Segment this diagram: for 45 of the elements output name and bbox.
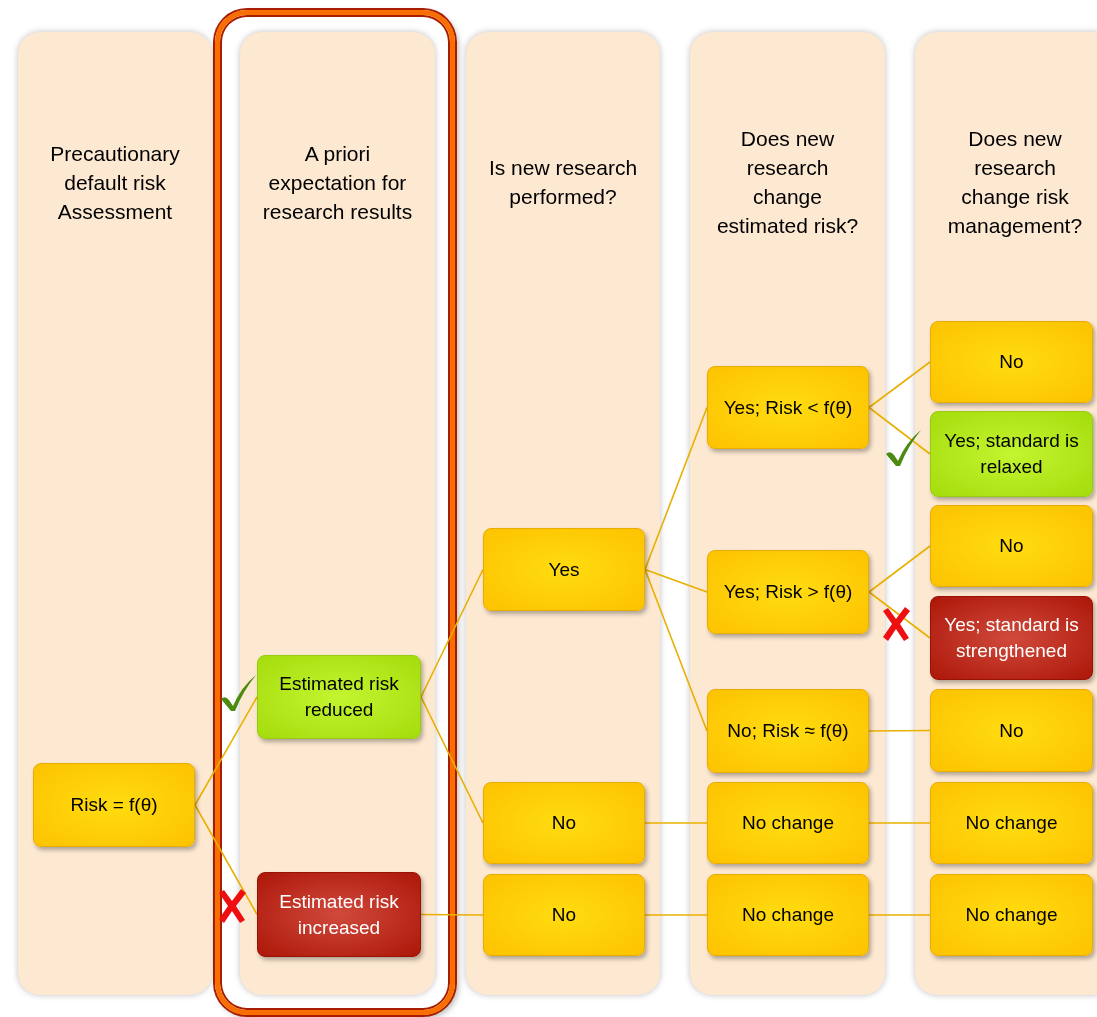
decision-box: No change (707, 782, 869, 864)
decision-box: Estimated risk increased (257, 872, 421, 957)
connector-line (644, 406, 708, 571)
connector-line (868, 822, 931, 824)
column-band (915, 32, 1097, 995)
connector-line (868, 406, 931, 455)
decision-box: Risk = f(θ) (33, 763, 195, 847)
decision-box: No change (930, 782, 1093, 864)
column-heading: Does new research change estimated risk? (715, 126, 860, 239)
connector-line (644, 568, 708, 593)
connector-line (644, 822, 708, 824)
decision-box: No change (930, 874, 1093, 956)
connector-line (868, 361, 931, 409)
column-band (240, 32, 435, 995)
connector-line (644, 914, 708, 916)
decision-box: Yes; Risk < f(θ) (707, 366, 869, 449)
decision-box: No (483, 874, 645, 956)
decision-box: Yes (483, 528, 645, 611)
decision-box: Yes; standard is strengthened (930, 596, 1093, 680)
connector-line (868, 914, 931, 916)
connector-line (644, 568, 708, 732)
column-heading: A priori expectation for research results (262, 140, 413, 225)
decision-box: No; Risk ≈ f(θ) (707, 689, 869, 773)
connector-line (868, 591, 931, 639)
connector-line (420, 913, 484, 916)
connector-line (420, 696, 484, 824)
decision-box: No (930, 505, 1093, 587)
column-heading: Is new research performed? (488, 155, 638, 210)
connector-line (194, 804, 258, 916)
column-heading: Does new research change risk management? (946, 126, 1084, 239)
decision-box: No change (707, 874, 869, 956)
connector-line (868, 545, 931, 593)
decision-box: No (930, 689, 1093, 772)
column-band (466, 32, 660, 995)
connector-line (868, 729, 931, 732)
decision-box: No (930, 321, 1093, 403)
decision-box: Yes; Risk > f(θ) (707, 550, 869, 634)
column-heading: Precautionary default risk Assessment (49, 140, 181, 225)
connector-line (420, 568, 484, 698)
column-band (690, 32, 885, 995)
decision-box: Yes; standard is relaxed (930, 411, 1093, 497)
connector-line (194, 696, 258, 806)
column-band (18, 32, 212, 995)
decision-box: No (483, 782, 645, 864)
decision-box: Estimated risk reduced (257, 655, 421, 739)
